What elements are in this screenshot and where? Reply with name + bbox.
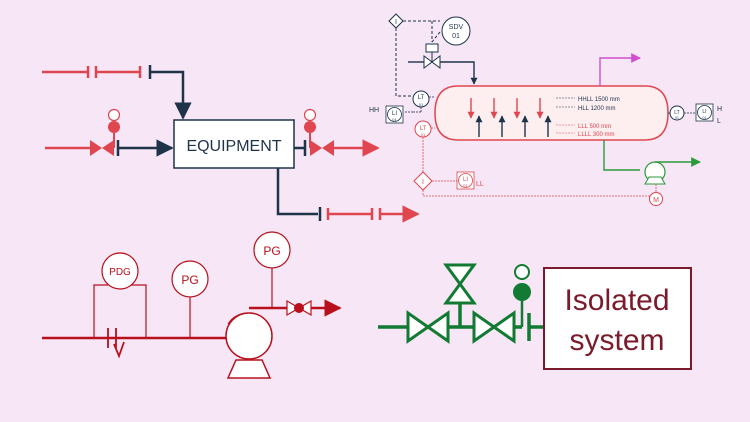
horizontal-vessel[interactable] — [434, 85, 669, 141]
svg-text:01: 01 — [421, 132, 426, 137]
svg-text:01: 01 — [452, 33, 460, 40]
svg-text:LT: LT — [418, 95, 425, 101]
pg-discharge-gauge[interactable]: PG — [253, 231, 291, 308]
hh-alarm-label: HH — [369, 107, 379, 114]
svg-text:01: 01 — [392, 117, 397, 122]
pg-discharge-label: PG — [263, 244, 280, 258]
svg-text:LI: LI — [702, 109, 706, 115]
lll-label: LLL 500 mm — [578, 124, 611, 130]
sdv-01-bubble[interactable]: SDV 01 — [441, 16, 471, 46]
isolated-system-box[interactable]: Isolated system — [543, 267, 692, 370]
isolation-valve-actuator[interactable] — [513, 264, 531, 327]
equipment-section: EQUIPMENT — [42, 65, 420, 223]
pdg-gauge[interactable]: PDG — [93, 252, 147, 338]
signal-lines-red — [422, 127, 652, 197]
li-01-red-indicator[interactable]: LI 01 — [456, 171, 475, 190]
flow-restriction — [107, 328, 125, 359]
hll-label: HLL 1200 mm — [578, 106, 615, 112]
outlet-valve-actuator[interactable] — [303, 108, 317, 149]
isolation-valve-left[interactable] — [406, 310, 450, 344]
pdg-label: PDG — [109, 267, 131, 278]
equipment-label: EQUIPMENT — [186, 138, 281, 155]
motor-symbol[interactable]: M — [649, 192, 663, 206]
discharge-valve[interactable] — [286, 299, 312, 317]
l-alarm-label: L — [717, 118, 721, 125]
isolation-valve-right[interactable] — [472, 310, 516, 344]
inlet-valve-actuator[interactable] — [107, 108, 121, 149]
svg-text:I: I — [422, 179, 424, 186]
liquid-outlet-line — [603, 140, 640, 171]
vapor-outlet-line — [599, 53, 641, 86]
svg-text:I: I — [395, 19, 397, 26]
inlet-gate-valve[interactable] — [90, 140, 114, 156]
outlet-line-right — [294, 108, 380, 157]
ll-alarm-label: LL — [476, 181, 484, 188]
h-alarm-label: H — [717, 106, 722, 113]
llll-label: LLLL 300 mm — [578, 132, 614, 138]
svg-text:LT: LT — [674, 110, 679, 116]
inlet-blind-flange — [148, 65, 192, 120]
pg-suction-label: PG — [181, 273, 198, 287]
vessel-section: I SDV 01 — [369, 13, 722, 206]
pump-gauge-section: PDG PG PG — [42, 231, 342, 379]
li-01-right-indicator[interactable]: LI 01 — [695, 103, 714, 122]
hhll-label: HHLL 1500 mm — [578, 97, 620, 103]
sdv-valve[interactable] — [423, 43, 441, 69]
pg-suction-gauge[interactable]: PG — [171, 260, 209, 338]
lt-01-transmitter[interactable]: LT 01 — [412, 90, 430, 108]
svg-text:M: M — [653, 197, 659, 204]
li-01-indicator[interactable]: LI 01 — [385, 105, 404, 124]
svg-text:SDV: SDV — [449, 24, 464, 31]
vessel-inlet-line — [408, 61, 478, 85]
isolated-system-line2: system — [569, 324, 664, 357]
bypass-valve[interactable] — [443, 263, 477, 305]
svg-text:LT: LT — [420, 126, 427, 132]
svg-text:01: 01 — [463, 183, 468, 188]
inlet-line-top — [42, 66, 142, 78]
svg-text:01: 01 — [419, 102, 424, 107]
level-threshold-labels: HHLL 1500 mm HLL 1200 mm LLL 500 mm LLLL… — [556, 97, 620, 138]
signal-lines-dark — [395, 20, 441, 97]
svg-text:01: 01 — [703, 116, 707, 120]
svg-text:01: 01 — [675, 116, 679, 120]
interlock-diamond-top[interactable]: I — [388, 13, 404, 29]
svg-text:LI: LI — [392, 111, 397, 117]
lt-01-red-transmitter[interactable]: LT 01 — [414, 120, 432, 138]
isolated-system-section: Isolated system — [378, 263, 692, 370]
equipment-box[interactable]: EQUIPMENT — [173, 119, 295, 169]
interlock-diamond-red[interactable]: I — [413, 171, 433, 191]
inlet-line-left — [45, 108, 174, 157]
level-arrows — [467, 98, 552, 137]
svg-text:LI: LI — [463, 177, 468, 183]
transfer-pump[interactable] — [644, 161, 666, 185]
centrifugal-pump[interactable] — [225, 312, 273, 379]
isolated-system-line1: Isolated — [564, 284, 669, 317]
outlet-gate-valve[interactable] — [310, 140, 334, 156]
outlet-line-bottom — [276, 168, 420, 223]
lt-01-right-transmitter[interactable]: LT 01 — [669, 105, 685, 121]
